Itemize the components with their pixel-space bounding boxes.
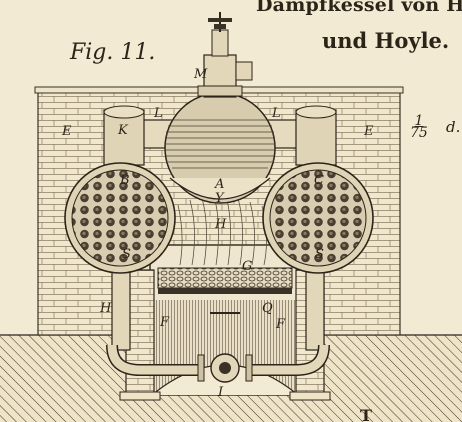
label-C: C bbox=[314, 173, 324, 188]
label-L-right: L bbox=[271, 106, 281, 121]
left-uptake bbox=[103, 109, 145, 166]
label-F-left: F bbox=[159, 315, 170, 330]
label-M: M bbox=[193, 67, 208, 82]
figure-label: Fig. 11. bbox=[70, 40, 156, 65]
left-downcomer bbox=[111, 269, 131, 351]
title-line-1: Dampfkessel von H bbox=[256, 0, 462, 16]
label-Q: Q bbox=[262, 301, 273, 316]
label-S-right: S bbox=[315, 247, 324, 262]
footer-fragment: T bbox=[360, 406, 372, 422]
label-K: K bbox=[117, 123, 129, 138]
label-H-center: H bbox=[214, 217, 227, 232]
label-E-right: E bbox=[363, 124, 374, 139]
label-S-left: S bbox=[122, 247, 131, 262]
scale-numerator: 1 bbox=[414, 113, 424, 129]
label-H-left: H bbox=[99, 301, 112, 316]
grate bbox=[158, 288, 292, 294]
label-Y: Y bbox=[215, 191, 225, 206]
label-G: G bbox=[242, 259, 252, 274]
scale-denominator: 75 bbox=[410, 125, 428, 141]
label-F-right: F bbox=[275, 317, 286, 332]
right-uptake bbox=[295, 109, 337, 166]
title-line-2: und Hoyle. bbox=[322, 28, 450, 53]
scale-fraction: 1 75 bbox=[410, 113, 428, 141]
label-E-left: E bbox=[61, 124, 72, 139]
label-B: B bbox=[119, 173, 130, 188]
label-A: A bbox=[214, 177, 224, 192]
right-downcomer bbox=[305, 269, 325, 351]
safety-valve bbox=[211, 29, 229, 57]
scale-unit: d. bbox=[446, 118, 461, 136]
flame-lines bbox=[177, 195, 267, 266]
fire-bed bbox=[157, 267, 293, 289]
label-L-left: L bbox=[153, 106, 163, 121]
label-I: I bbox=[217, 385, 224, 400]
